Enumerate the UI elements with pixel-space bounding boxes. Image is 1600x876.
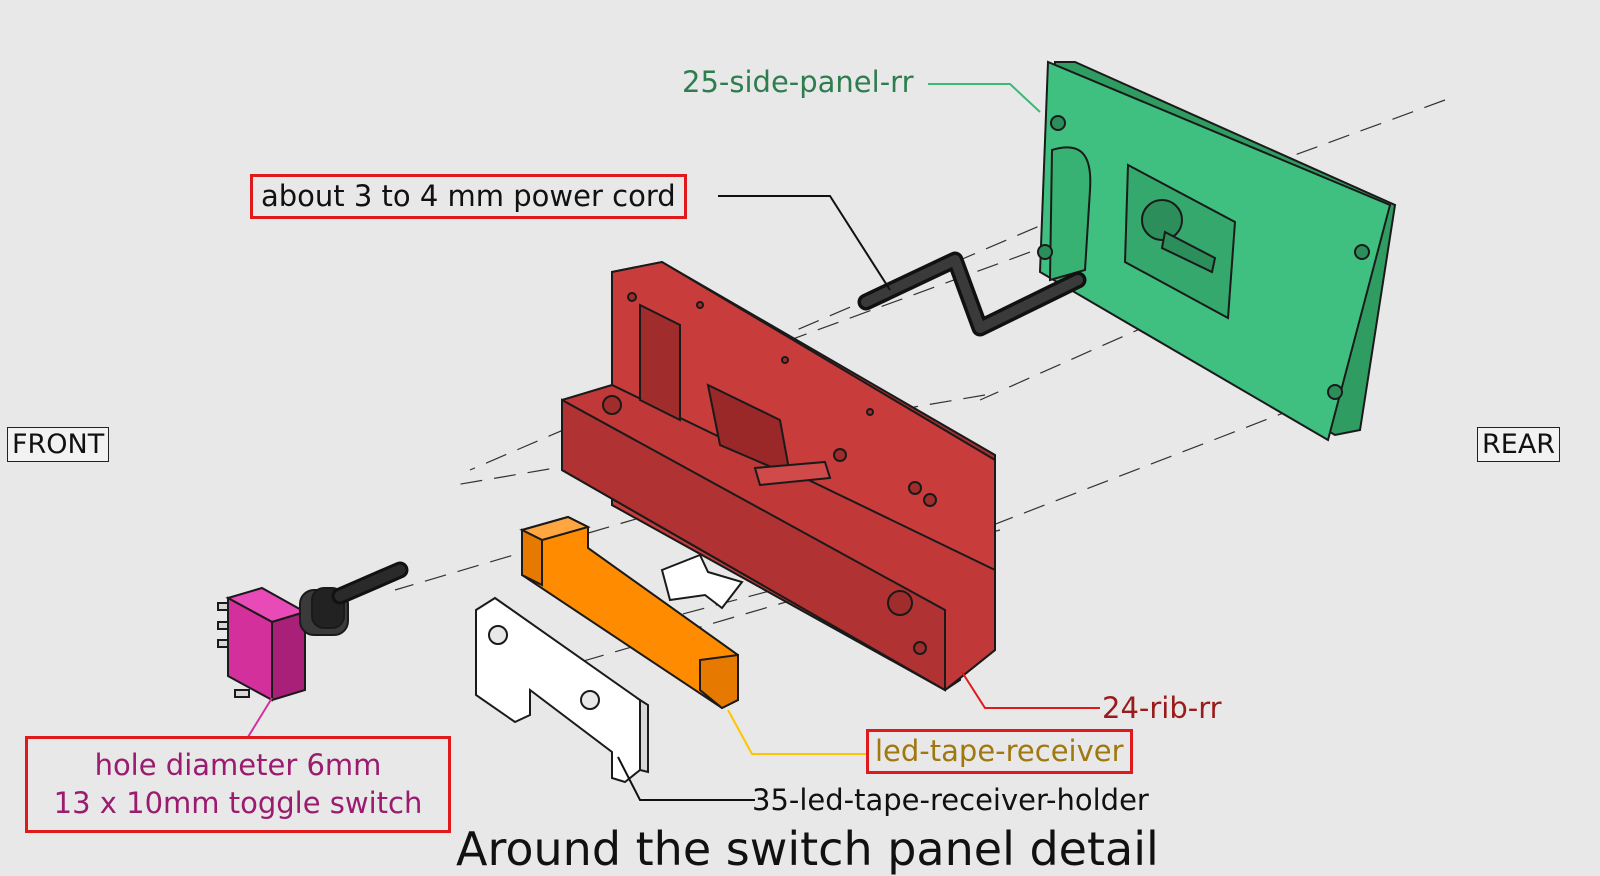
rear-label: REAR bbox=[1477, 427, 1561, 462]
holder-leader bbox=[617, 756, 755, 801]
switch-leader bbox=[247, 697, 273, 738]
power-cord-leader bbox=[718, 195, 891, 291]
leader-lines bbox=[247, 83, 1100, 801]
holder-label: 35-led-tape-receiver-holder bbox=[752, 783, 1149, 817]
front-label: FRONT bbox=[7, 427, 110, 462]
power-cord-part bbox=[857, 251, 1087, 337]
led-receiver-leader bbox=[727, 709, 866, 755]
switch-label-line-2: 13 x 10mm toggle switch bbox=[53, 785, 423, 820]
side-panel-part bbox=[1037, 60, 1397, 442]
led-receiver-label: led-tape-receiver bbox=[866, 729, 1133, 774]
direction-arrow bbox=[660, 553, 744, 610]
rib-leader bbox=[961, 671, 1100, 709]
side-panel-leader bbox=[928, 83, 1041, 113]
rib-label: 24-rib-rr bbox=[1102, 691, 1222, 725]
power-cord-label: about 3 to 4 mm power cord bbox=[250, 174, 687, 219]
rib-part bbox=[561, 260, 996, 692]
switch-label-box: hole diameter 6mm 13 x 10mm toggle switc… bbox=[25, 736, 451, 834]
led-tape-receiver-part bbox=[519, 515, 739, 710]
side-panel-label: 25-side-panel-rr bbox=[682, 65, 914, 99]
switch-label-line-1: hole diameter 6mm bbox=[94, 748, 382, 782]
toggle-switch-part bbox=[217, 561, 409, 702]
receiver-holder-part bbox=[475, 596, 649, 784]
diagram-title: Around the switch panel detail bbox=[456, 822, 1159, 876]
